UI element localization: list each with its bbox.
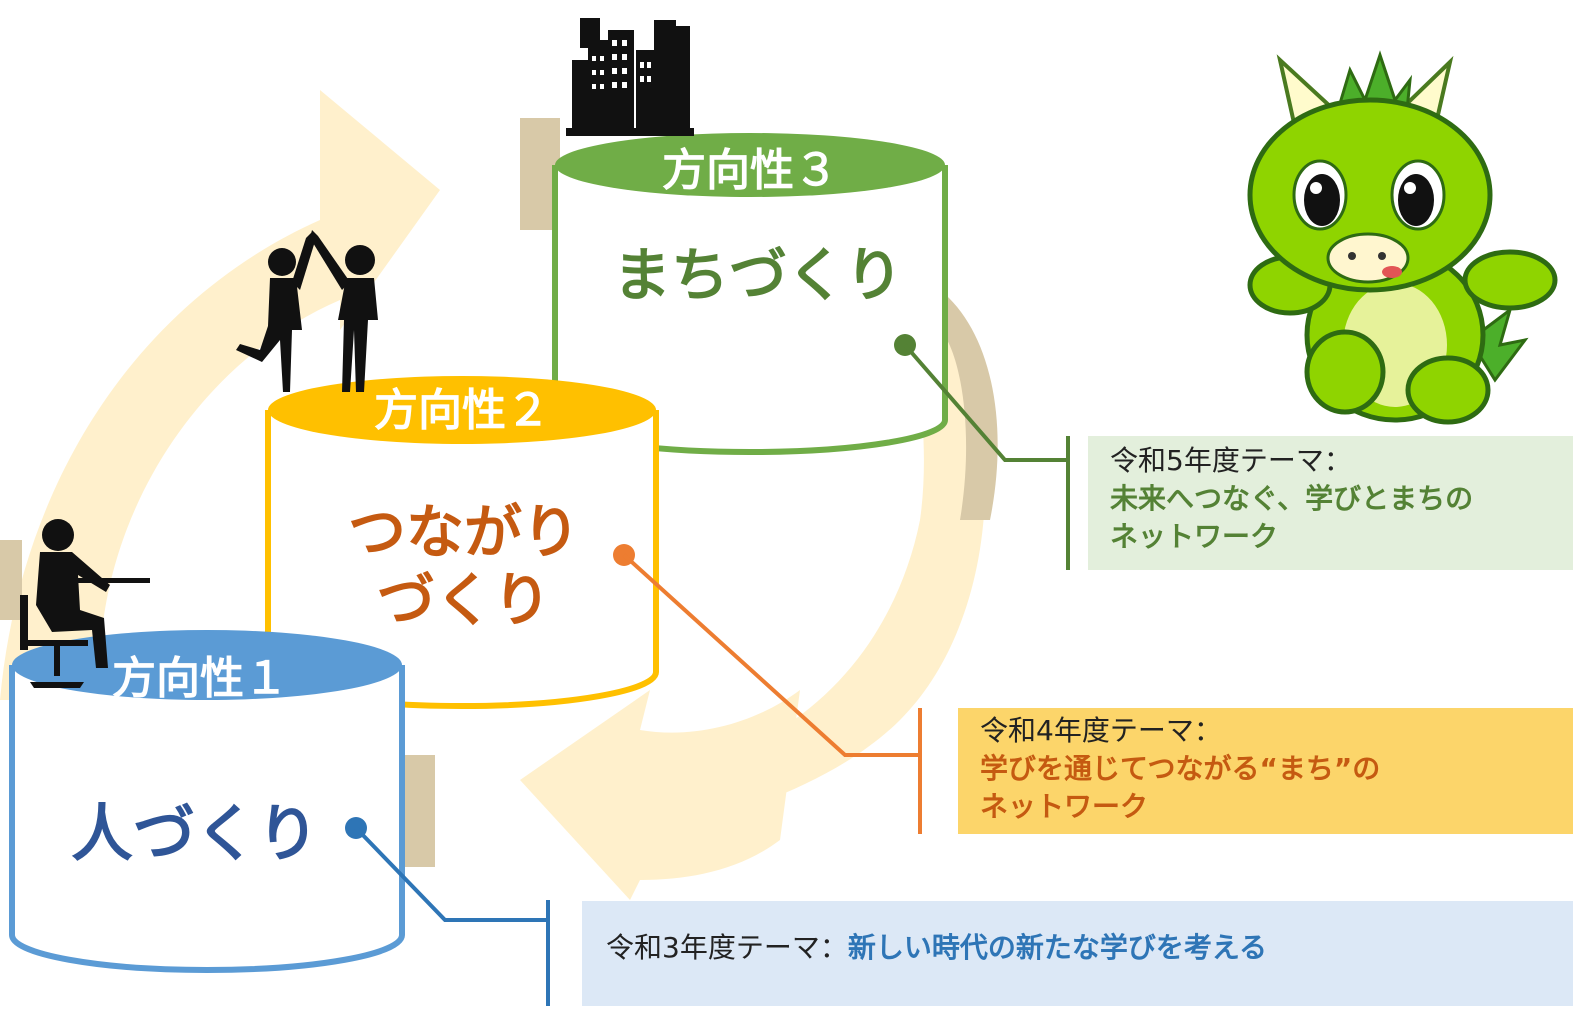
cycle-arrow-left xyxy=(0,90,440,700)
direction-2-title-line-1: つながり xyxy=(348,498,580,566)
theme-box-r4: 令和4年度テーマ： 学びを通じてつながる“まち”の ネットワーク xyxy=(958,708,1573,834)
cylinder-direction-2: 方向性２ つながり づくり xyxy=(265,376,659,709)
theme-r5-text-line-1: 未来へつなぐ、学びとまちの xyxy=(1110,482,1474,515)
city-buildings-icon xyxy=(566,18,694,136)
theme-r3-text: 新しい時代の新たな学びを考える xyxy=(847,931,1267,964)
theme-r4-text-line-2: ネットワーク xyxy=(980,790,1149,823)
theme-r4-label: 令和4年度テーマ： xyxy=(980,714,1222,747)
theme-r3-label: 令和3年度テーマ： xyxy=(606,931,848,964)
dragon-mascot-icon xyxy=(1247,50,1558,425)
cylinder-direction-1: 方向性１ 人づくり xyxy=(9,630,405,973)
direction-2-header: 方向性２ xyxy=(374,385,550,436)
theme-box-r3: 令和3年度テーマ：新しい時代の新たな学びを考える xyxy=(582,901,1573,1006)
direction-3-header: 方向性３ xyxy=(662,145,838,196)
theme-r5-label: 令和5年度テーマ： xyxy=(1110,444,1352,477)
direction-1-header: 方向性１ xyxy=(112,653,288,704)
connector-orange xyxy=(613,544,922,834)
cycle-arrow-bottom xyxy=(520,690,800,900)
dancing-people-icon xyxy=(236,230,378,392)
theme-r5-text-line-2: ネットワーク xyxy=(1110,520,1279,553)
connector-blue xyxy=(345,817,550,1006)
theme-r4-text-line-1: 学びを通じてつながる“まち”の xyxy=(980,752,1381,785)
desk-worker-icon xyxy=(20,519,150,688)
connector-green xyxy=(894,334,1070,570)
direction-2-title-line-2: づくり xyxy=(377,566,551,634)
theme-box-r5: 令和5年度テーマ： 未来へつなぐ、学びとまちの ネットワーク xyxy=(1088,436,1573,570)
direction-1-title: 人づくり xyxy=(71,797,319,870)
direction-3-title: まちづくり xyxy=(613,241,903,309)
